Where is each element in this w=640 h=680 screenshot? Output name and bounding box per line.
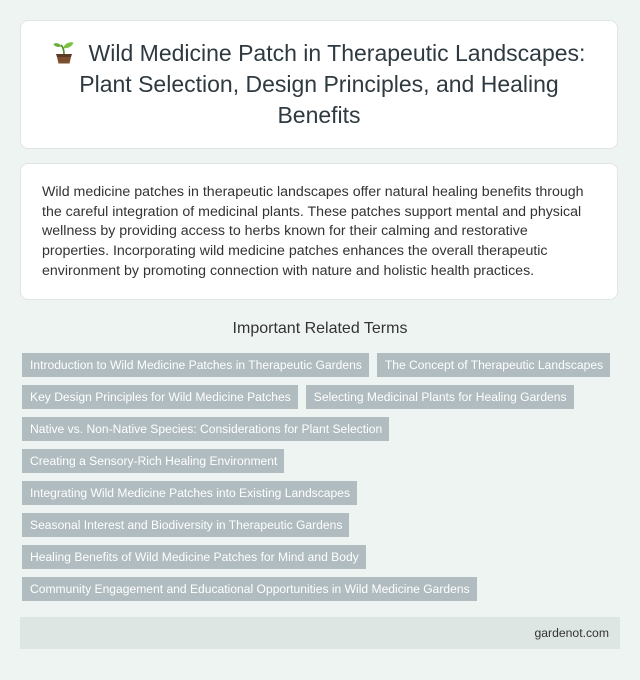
tag-row: Healing Benefits of Wild Medicine Patche… xyxy=(22,545,622,569)
page-title: Wild Medicine Patch in Therapeutic Lands… xyxy=(45,38,593,131)
related-term-tag[interactable]: Native vs. Non-Native Species: Considera… xyxy=(22,417,390,441)
related-term-tag[interactable]: Introduction to Wild Medicine Patches in… xyxy=(22,353,369,377)
tag-row: Native vs. Non-Native Species: Considera… xyxy=(22,417,622,441)
summary-text: Wild medicine patches in therapeutic lan… xyxy=(42,184,584,279)
related-term-tag[interactable]: The Concept of Therapeutic Landscapes xyxy=(376,353,611,377)
footer: gardenot.com xyxy=(20,617,620,649)
related-term-tag[interactable]: Integrating Wild Medicine Patches into E… xyxy=(22,481,357,505)
related-term-tag[interactable]: Creating a Sensory-Rich Healing Environm… xyxy=(22,449,285,473)
related-term-tag[interactable]: Community Engagement and Educational Opp… xyxy=(22,577,477,601)
title-card: Wild Medicine Patch in Therapeutic Lands… xyxy=(20,20,618,149)
page-title-text: Wild Medicine Patch in Therapeutic Lands… xyxy=(79,40,586,128)
related-terms-list: Introduction to Wild Medicine Patches in… xyxy=(22,353,622,609)
related-term-tag[interactable]: Selecting Medicinal Plants for Healing G… xyxy=(305,385,574,409)
related-term-tag[interactable]: Key Design Principles for Wild Medicine … xyxy=(22,385,298,409)
tag-row: Introduction to Wild Medicine Patches in… xyxy=(22,353,622,377)
tag-row: Key Design Principles for Wild Medicine … xyxy=(22,385,622,409)
tag-row: Seasonal Interest and Biodiversity in Th… xyxy=(22,513,622,537)
tag-row: Integrating Wild Medicine Patches into E… xyxy=(22,481,622,505)
tag-row: Community Engagement and Educational Opp… xyxy=(22,577,622,601)
tag-row: Creating a Sensory-Rich Healing Environm… xyxy=(22,449,622,473)
related-term-tag[interactable]: Seasonal Interest and Biodiversity in Th… xyxy=(22,513,350,537)
summary-card: Wild medicine patches in therapeutic lan… xyxy=(20,163,618,300)
footer-site-link[interactable]: gardenot.com xyxy=(534,626,609,640)
sprout-icon xyxy=(53,42,74,64)
related-terms-heading: Important Related Terms xyxy=(232,320,408,337)
related-term-tag[interactable]: Healing Benefits of Wild Medicine Patche… xyxy=(22,545,366,569)
